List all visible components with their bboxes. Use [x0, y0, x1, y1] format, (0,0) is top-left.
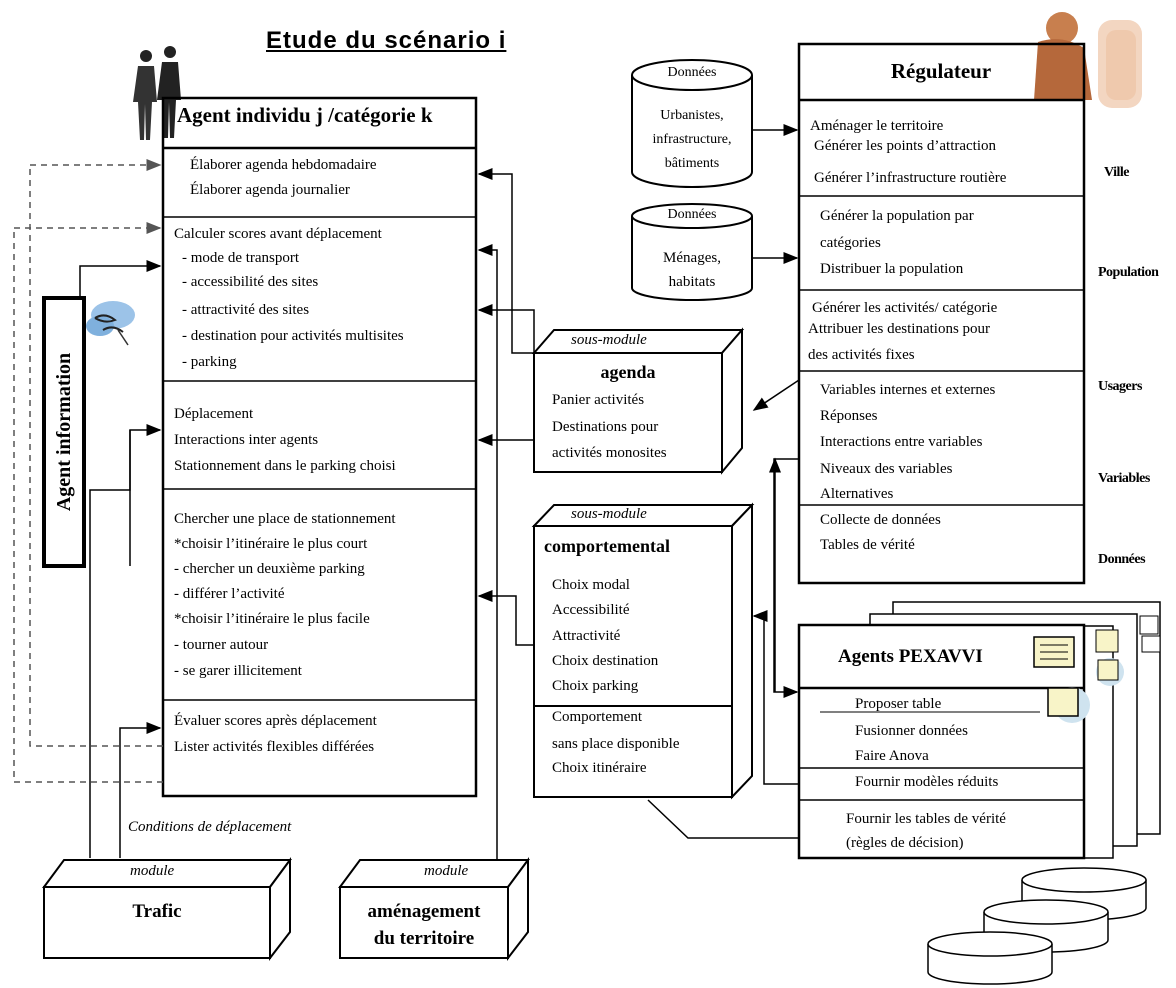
list-item: Élaborer agenda hebdomadaire [190, 157, 377, 173]
list-item: Fournir les tables de vérité [846, 811, 1006, 827]
list-item: Collecte de données [820, 512, 941, 528]
sous-module-agenda-shape [531, 327, 745, 475]
side-label-ville: Ville [1104, 165, 1129, 180]
list-item: Aménager le territoire [810, 118, 944, 134]
list-item: Choix itinéraire [552, 760, 647, 776]
list-item: Variables internes et externes [820, 382, 996, 398]
list-item: activités monosites [552, 445, 667, 461]
list-item: Générer la population par [820, 208, 974, 224]
list-item: *choisir l’itinéraire le plus court [174, 536, 368, 552]
list-item: Tables de vérité [820, 537, 915, 553]
people-icon [133, 46, 181, 140]
list-item: Réponses [820, 408, 878, 424]
page-title: Etude du scénario i [266, 27, 507, 54]
agent-individu-header: Agent individu j /catégorie k [177, 103, 433, 127]
list-item: Choix destination [552, 653, 659, 669]
book-icons [1033, 615, 1161, 723]
module-amenagement-line: du territoire [373, 928, 475, 949]
donnees-2-line: Ménages, [663, 250, 721, 266]
list-item: Distribuer la population [820, 261, 964, 277]
conditions-label: Conditions de déplacement [128, 819, 292, 835]
list-item: - mode de transport [182, 250, 300, 266]
module-amenagement-line: aménagement [367, 901, 481, 922]
list-item: Faire Anova [855, 748, 929, 764]
list-item: Générer l’infrastructure routière [814, 170, 1007, 186]
list-item: - chercher un deuxième parking [174, 561, 365, 577]
list-item: Niveaux des variables [820, 461, 953, 477]
module-amenagement-shape [338, 856, 530, 961]
agent-information-box [42, 296, 86, 568]
donnees-1-line: infrastructure, [652, 132, 732, 147]
agenda-tag: sous-module [571, 332, 647, 348]
list-item: - accessibilité des sites [182, 274, 319, 290]
list-item: - destination pour activités multisites [182, 328, 404, 344]
donnees-1-line: Urbanistes, [660, 108, 724, 123]
list-item: catégories [820, 235, 881, 251]
agenda-name: agenda [600, 362, 656, 382]
list-item: Accessibilité [552, 602, 630, 618]
regulator-person-icon [1034, 12, 1142, 108]
list-item: Fournir modèles réduits [855, 774, 999, 790]
list-item: Proposer table [855, 696, 942, 712]
list-item: Calculer scores avant déplacement [174, 226, 382, 242]
list-item: Fusionner données [855, 723, 968, 739]
list-item: - parking [182, 354, 237, 370]
donnees-1-label: Données [667, 65, 717, 80]
regulateur-box [797, 42, 1086, 585]
module-amenagement-tag: module [424, 863, 469, 879]
list-item: Générer les points d’attraction [814, 138, 997, 154]
list-item: Destinations pour [552, 419, 659, 435]
comportemental-tag: sous-module [571, 506, 647, 522]
list-item: Évaluer scores après déplacement [174, 713, 377, 729]
list-item: des activités fixes [808, 347, 915, 363]
list-item: Élaborer agenda journalier [190, 182, 350, 198]
list-item: Choix modal [552, 577, 630, 593]
list-item: - différer l’activité [174, 586, 285, 602]
list-item: *choisir l’itinéraire le plus facile [174, 611, 370, 627]
list-item: Comportement [552, 709, 642, 725]
pexavvi-header: Agents PEXAVVI [838, 646, 983, 667]
module-trafic-tag: module [130, 863, 175, 879]
list-item: Interactions entre variables [820, 434, 983, 450]
donnees-1-line: bâtiments [664, 156, 720, 171]
database-disks [927, 867, 1147, 985]
list-item: Panier activités [552, 392, 645, 408]
comportemental-name: comportemental [544, 536, 670, 556]
list-item: (règles de décision) [846, 835, 964, 851]
agent-individu-box [161, 96, 478, 798]
list-item: - tourner autour [174, 637, 269, 653]
list-item: Attractivité [552, 628, 621, 644]
donnees-2-label: Données [667, 207, 717, 222]
regulateur-header: Régulateur [890, 59, 992, 83]
weather-icon [86, 301, 135, 346]
donnees-2-line: habitats [668, 274, 716, 290]
list-item: Stationnement dans le parking choisi [174, 458, 396, 474]
side-label-usagers: Usagers [1098, 379, 1142, 394]
side-label-variables: Variables [1098, 471, 1150, 486]
donnees-cylinder-2 [631, 203, 753, 301]
module-trafic-shape [42, 856, 292, 961]
side-label-population: Population [1098, 265, 1159, 280]
list-item: Interactions inter agents [174, 432, 319, 448]
sous-module-comportemental-shape [531, 502, 755, 800]
list-item: - se garer illicitement [174, 663, 302, 679]
donnees-cylinder-1 [631, 59, 753, 188]
dashed-feedback-lines [13, 159, 163, 783]
list-item: Alternatives [820, 486, 894, 502]
list-item: Attribuer les destinations pour [808, 321, 991, 337]
list-item: Lister activités flexibles différées [174, 739, 375, 755]
list-item: Chercher une place de stationnement [174, 511, 396, 527]
list-item: - attractivité des sites [182, 302, 310, 318]
module-trafic-name: Trafic [132, 901, 182, 922]
side-label-donnees: Données [1098, 552, 1146, 567]
list-item: Générer les activités/ catégorie [812, 300, 998, 316]
agent-information-label: Agent information [53, 352, 75, 512]
list-item: Choix parking [552, 678, 639, 694]
list-item: sans place disponible [552, 736, 680, 752]
list-item: Déplacement [174, 406, 254, 422]
